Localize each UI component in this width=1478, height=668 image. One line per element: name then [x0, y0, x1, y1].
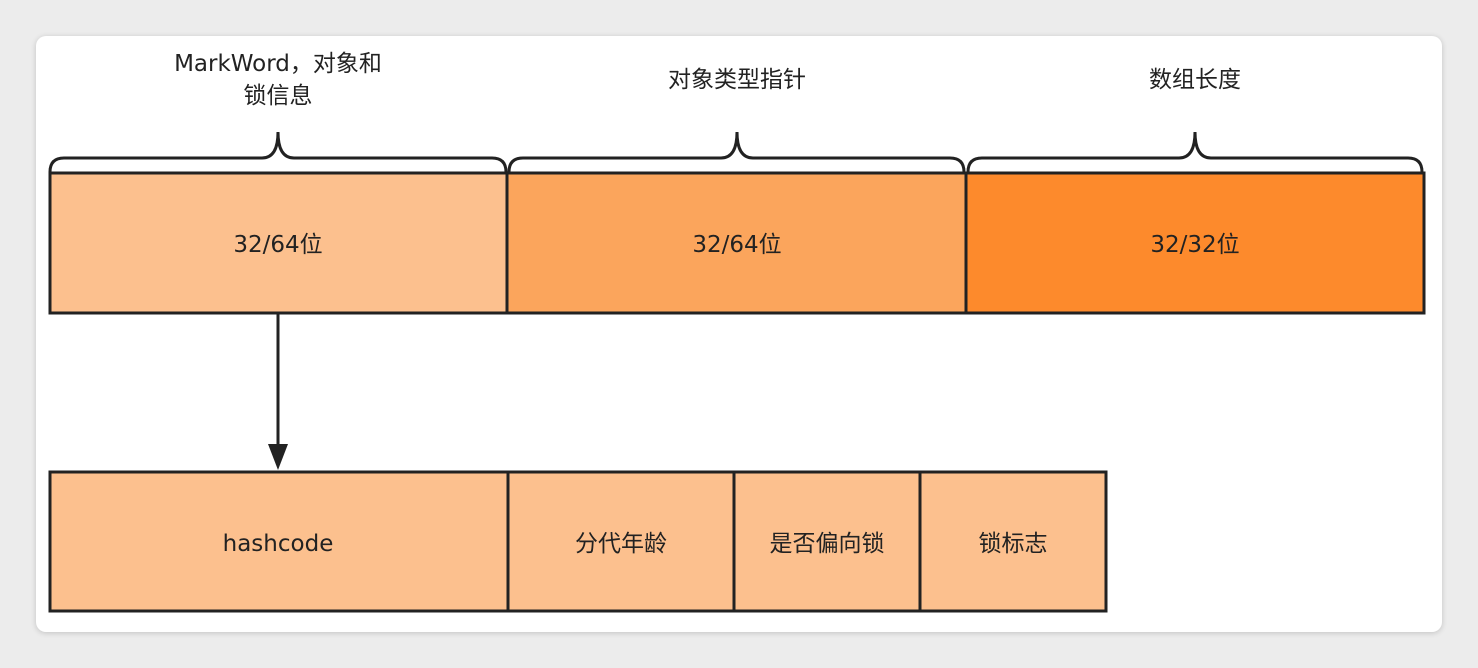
lock-flag-text: 锁标志 — [979, 531, 1048, 557]
expand-arrow-head — [268, 444, 288, 470]
class-pointer-box — [505, 171, 968, 315]
array-length-brace — [966, 131, 1424, 173]
markword-label-line2: 锁信息 — [244, 83, 313, 109]
hashcode-text: hashcode — [223, 531, 334, 557]
array-length-label: 数组长度 — [1149, 67, 1241, 93]
array-length-box — [964, 171, 1426, 315]
class-pointer-brace — [507, 131, 966, 173]
hashcode-box — [48, 470, 510, 613]
array-length-size-text: 32/32位 — [1150, 232, 1239, 258]
markword-size-text: 32/64位 — [233, 232, 322, 258]
class-pointer-size-text: 32/64位 — [692, 232, 781, 258]
age-box — [506, 470, 736, 613]
markword-brace — [48, 131, 508, 173]
markword-label-line1: MarkWord，对象和 — [174, 51, 382, 77]
lock-flag-box — [918, 470, 1108, 613]
class-pointer-label: 对象类型指针 — [668, 67, 806, 93]
biased-lock-text: 是否偏向锁 — [770, 531, 885, 557]
age-text: 分代年龄 — [575, 531, 667, 557]
markword-box — [48, 171, 509, 315]
biased-lock-box — [732, 470, 922, 613]
